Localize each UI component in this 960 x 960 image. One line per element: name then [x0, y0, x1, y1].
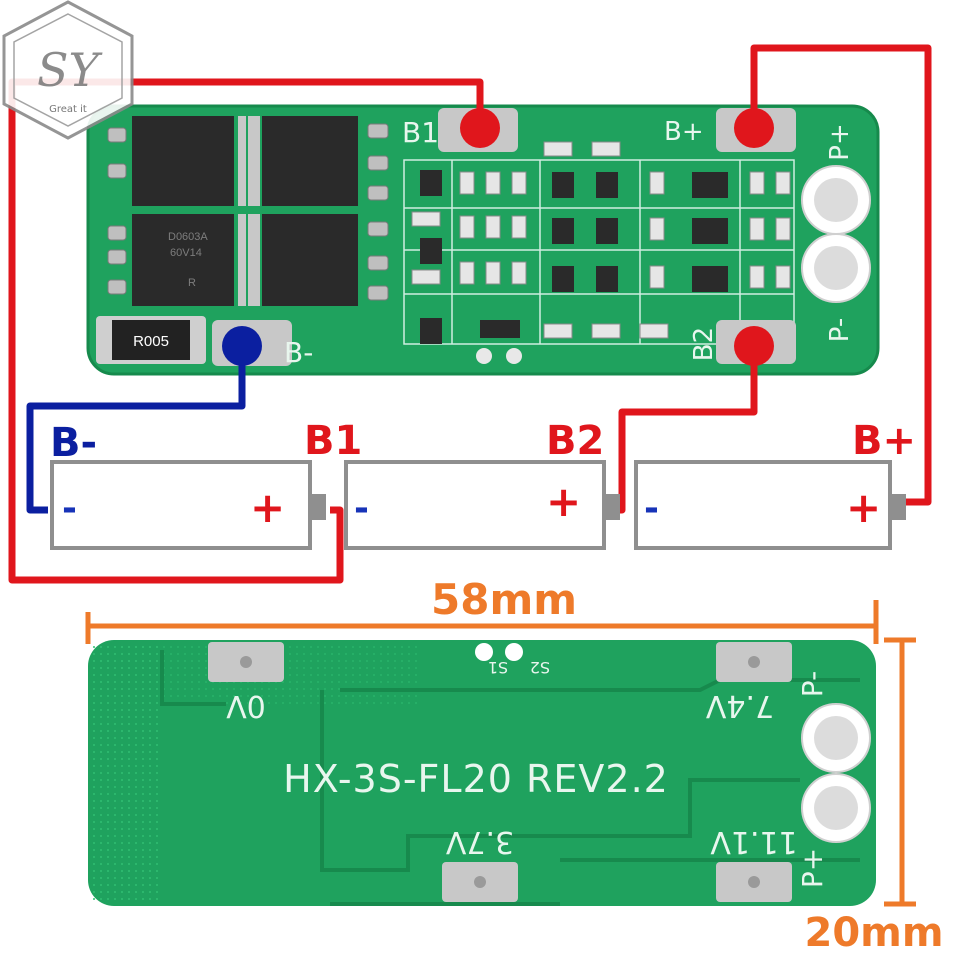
cell-label-b1: B1	[304, 418, 362, 464]
width-label: 58mm	[431, 575, 577, 624]
mosfet-chips: D0603A 60V14 R	[132, 116, 358, 306]
pad-label-bminus: B-	[284, 336, 313, 369]
cell-3: - +	[634, 460, 906, 550]
cell-label-bplus: B+	[852, 418, 916, 464]
cell-1-plus: +	[250, 483, 285, 532]
mosfet-marking-3: R	[188, 277, 196, 289]
switch-label-s2: S2	[530, 658, 550, 677]
bottom-pad-label-pminus: P-	[796, 671, 829, 697]
cell-label-bminus: B-	[50, 420, 97, 466]
logo-tagline: Great it	[49, 104, 87, 115]
pad-label-pminus: P-	[825, 318, 855, 343]
height-label: 20mm	[804, 910, 943, 956]
wire-bplus	[750, 44, 932, 506]
shunt-resistor: R005	[96, 316, 206, 364]
cell-2-plus: +	[546, 477, 581, 526]
voltage-label-0v: 0V	[226, 688, 266, 723]
smd-component-grid	[403, 141, 795, 364]
board-title: HX-3S-FL20 REV2.2	[283, 757, 669, 801]
mosfet-marking-1: D0603A	[168, 231, 208, 243]
wire-b1	[8, 78, 484, 584]
voltage-label-11-1v: 11.1V	[710, 824, 798, 859]
cell-2-minus: -	[354, 488, 369, 529]
mosfet-marking-2: 60V14	[170, 247, 202, 259]
pad-label-bplus: B+	[664, 117, 704, 147]
resistor-label: R005	[133, 333, 169, 350]
cell-2: - +	[344, 460, 620, 550]
bottom-pad-label-pplus: P+	[796, 848, 829, 888]
battery-cells: - + - + - + B- B1 B2 B+	[50, 418, 916, 550]
dimension-height: 20mm	[804, 637, 944, 956]
wire-connection-dots	[222, 108, 774, 366]
pad-label-b1: B1	[402, 116, 439, 149]
dimension-width: 58mm	[85, 575, 879, 644]
voltage-label-3-7v: 3.7V	[445, 824, 514, 859]
cell-1-minus: -	[62, 488, 77, 529]
logo-mark: SY	[37, 43, 104, 97]
cell-3-minus: -	[644, 488, 659, 529]
brand-logo: SY Great it	[2, 0, 134, 140]
voltage-label-7-4v: 7.4V	[705, 688, 774, 723]
pad-label-b2: B2	[689, 327, 719, 361]
cell-1: - +	[50, 460, 326, 550]
mosfet-pins	[107, 123, 389, 301]
bottom-pcb-board: S1 S2 0V 7.4V 3.7V 11.1V P- P+ HX-3S-FL2…	[88, 640, 876, 906]
wire-bminus	[26, 346, 246, 514]
cell-3-plus: +	[846, 483, 881, 532]
switch-label-s1: S1	[488, 658, 508, 677]
bottom-board-pads	[208, 642, 871, 902]
cell-label-b2: B2	[546, 418, 604, 464]
pad-label-pplus: P+	[825, 123, 855, 160]
